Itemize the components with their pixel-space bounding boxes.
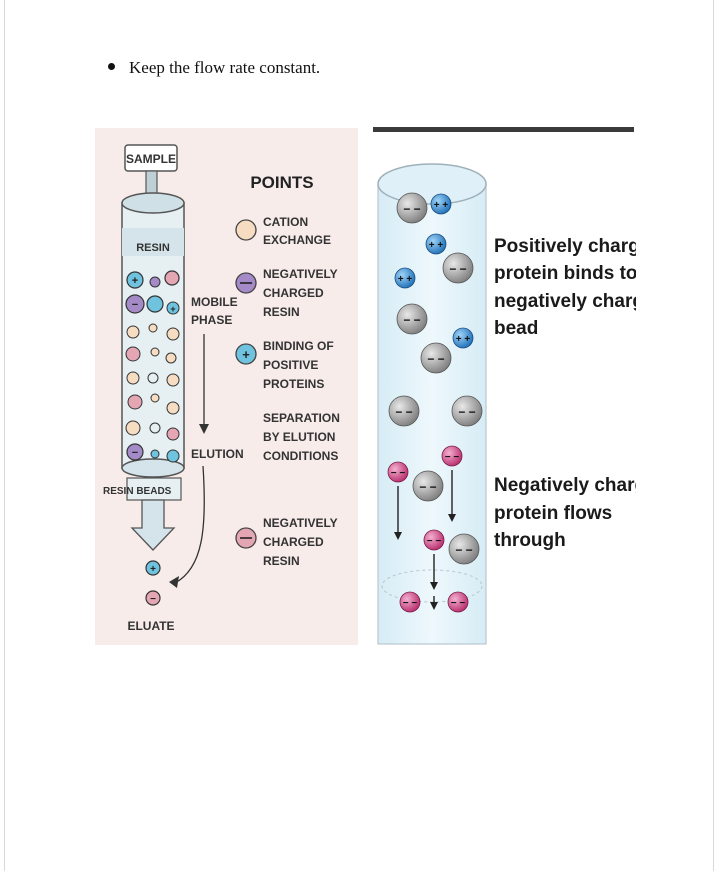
resin-beads-large: − − − − − − − − − − − − − − − − xyxy=(388,192,483,565)
svg-text:BY ELUTION: BY ELUTION xyxy=(263,430,335,444)
svg-text:CHARGED: CHARGED xyxy=(263,535,324,549)
svg-text:+ +: + + xyxy=(456,334,471,345)
svg-text:+ +: + + xyxy=(434,200,449,211)
legend-item-negatively-charged-resin-2: NEGATIVELY CHARGED RESIN xyxy=(235,516,338,568)
svg-text:− −: − − xyxy=(419,480,436,494)
eluate-positive-drop xyxy=(145,560,161,576)
svg-text:− −: − − xyxy=(403,313,420,327)
points-title: POINTS xyxy=(250,173,313,192)
legend-item-separation-elution: SEPARATION BY ELUTION CONDITIONS xyxy=(263,411,340,463)
svg-text:+: + xyxy=(132,275,138,287)
svg-text:NEGATIVELY: NEGATIVELY xyxy=(263,516,338,530)
svg-text:POSITIVE: POSITIVE xyxy=(263,358,318,372)
resin-label: RESIN xyxy=(136,242,170,254)
svg-text:PROTEINS: PROTEINS xyxy=(263,377,324,391)
svg-text:NEGATIVELY: NEGATIVELY xyxy=(263,267,338,281)
elution-arrow xyxy=(174,465,205,584)
svg-text:− −: − − xyxy=(403,598,418,609)
svg-text:− −: − − xyxy=(427,352,444,366)
svg-text:+: + xyxy=(242,347,250,362)
svg-text:− −: − − xyxy=(451,598,466,609)
legend-item-binding-positive-proteins: + BINDING OF POSITIVE PROTEINS xyxy=(235,339,334,391)
svg-text:− −: − − xyxy=(455,543,472,557)
svg-text:+ +: + + xyxy=(398,274,413,285)
svg-text:EXCHANGE: EXCHANGE xyxy=(263,233,331,247)
svg-text:− −: − − xyxy=(403,202,420,216)
svg-text:− −: − − xyxy=(391,468,406,479)
legend-item-cation-exchange: CATION EXCHANGE xyxy=(235,215,331,247)
svg-text:−: − xyxy=(132,299,138,311)
svg-text:SEPARATION: SEPARATION xyxy=(263,411,340,425)
bottom-caption-line1: Negatively charged xyxy=(494,475,636,496)
svg-text:CONDITIONS: CONDITIONS xyxy=(263,449,338,463)
bottom-caption: Negatively charged protein flows through xyxy=(494,475,636,551)
svg-text:+ +: + + xyxy=(429,240,444,251)
bottom-caption-line3: through xyxy=(494,530,566,551)
svg-text:− −: − − xyxy=(445,452,460,463)
column-opening xyxy=(377,163,487,205)
top-caption-line3: negatively charged xyxy=(494,291,636,312)
resin-beads: + − + − xyxy=(125,270,180,463)
svg-text:RESIN: RESIN xyxy=(263,305,300,319)
elution-label: ELUTION xyxy=(191,447,244,461)
column-bottom xyxy=(121,458,185,478)
mobile-phase-line1: MOBILE xyxy=(191,295,238,309)
svg-text:CATION: CATION xyxy=(263,215,308,229)
svg-text:−: − xyxy=(132,447,138,459)
legend-item-negatively-charged-resin: NEGATIVELY CHARGED RESIN xyxy=(235,267,338,319)
cation-exchange-figure: SAMPLE RESIN + − + − RES xyxy=(95,128,358,645)
top-caption-line1: Positively charged xyxy=(494,236,636,257)
svg-text:RESIN: RESIN xyxy=(263,554,300,568)
positive-proteins: + + + + + + + + xyxy=(394,193,474,349)
svg-text:+: + xyxy=(170,304,175,314)
svg-text:− −: − − xyxy=(458,405,475,419)
svg-text:−: − xyxy=(150,594,156,605)
resin-beads-label: RESIN BEADS xyxy=(103,486,172,497)
resin-band xyxy=(122,228,184,256)
svg-text:− −: − − xyxy=(449,262,466,276)
bullet-item: Keep the flow rate constant. xyxy=(108,58,320,78)
top-caption-line2: protein binds to xyxy=(494,263,636,284)
svg-text:+: + xyxy=(150,564,156,575)
eluate-label: ELUATE xyxy=(127,619,174,633)
svg-text:− −: − − xyxy=(395,405,412,419)
page-border-left xyxy=(4,0,5,871)
column-top xyxy=(121,192,185,214)
top-caption: Positively charged protein binds to nega… xyxy=(494,236,636,339)
bullet-text: Keep the flow rate constant. xyxy=(129,58,321,77)
svg-text:− −: − − xyxy=(427,536,442,547)
outlet-arrow xyxy=(130,499,176,551)
bullet-dot xyxy=(108,63,115,70)
sample-label: SAMPLE xyxy=(126,152,176,166)
mobile-phase-line2: PHASE xyxy=(191,313,232,327)
negative-proteins: − − − − − − − − − − xyxy=(387,445,469,613)
page-border-right xyxy=(713,0,714,871)
top-rule xyxy=(373,127,634,132)
flow-arrows xyxy=(394,470,456,610)
ion-exchange-column-figure: − − − − − − − − − − − − − − − − + + + + … xyxy=(372,126,636,646)
svg-text:BINDING OF: BINDING OF xyxy=(263,339,334,353)
bottom-caption-line2: protein flows xyxy=(494,503,612,524)
svg-text:CHARGED: CHARGED xyxy=(263,286,324,300)
eluate-negative-drop xyxy=(145,590,161,606)
top-caption-line4: bead xyxy=(494,318,538,339)
